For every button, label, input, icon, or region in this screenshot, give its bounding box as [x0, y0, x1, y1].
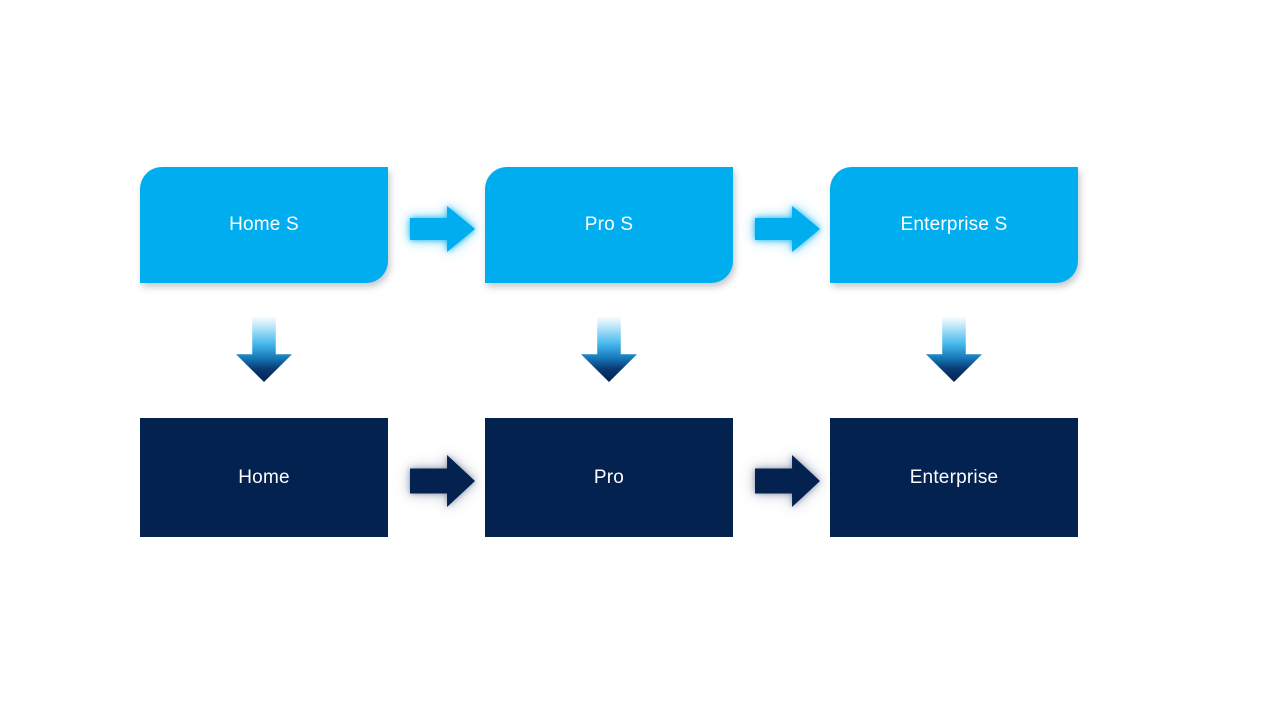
- box-label: Pro S: [584, 214, 634, 235]
- arrow-right-shape: [755, 455, 820, 507]
- arrow-right-shape: [410, 455, 475, 507]
- box-pro: Pro: [485, 418, 733, 537]
- arrow-right-shape: [755, 206, 820, 252]
- arrow-down-icon: [926, 316, 982, 382]
- box-enterprise: Enterprise: [830, 418, 1078, 537]
- arrow-right-icon: [755, 455, 820, 507]
- box-label: Enterprise S: [900, 214, 1008, 235]
- box-label: Enterprise: [909, 466, 999, 488]
- arrow-down-icon: [236, 316, 292, 382]
- arrow-right-icon: [410, 206, 475, 252]
- arrow-right-icon: [410, 455, 475, 507]
- box-label: Home S: [229, 214, 299, 235]
- arrow-right-icon: [755, 206, 820, 252]
- box-home-s: Home S: [140, 167, 388, 283]
- box-label: Pro: [593, 466, 625, 488]
- arrow-right-shape: [410, 206, 475, 252]
- arrow-down-icon: [581, 316, 637, 382]
- box-home: Home: [140, 418, 388, 537]
- box-pro-s: Pro S: [485, 167, 733, 283]
- box-label: Home: [238, 466, 290, 488]
- box-enterprise-s: Enterprise S: [830, 167, 1078, 283]
